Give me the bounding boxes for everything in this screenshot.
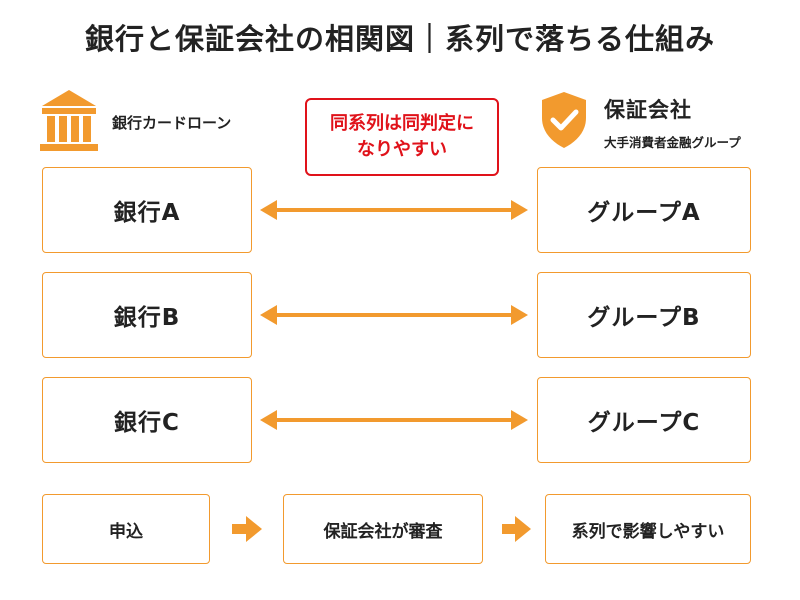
bank-header-label: 銀行カードローン — [112, 114, 232, 132]
bank-box-a: 銀行A — [42, 167, 252, 253]
double-arrow-a — [260, 200, 528, 220]
double-arrow-b — [260, 305, 528, 325]
bank-box-c: 銀行C — [42, 377, 252, 463]
flow-step-label: 申込 — [109, 521, 143, 542]
group-box-label: グループB — [587, 305, 701, 331]
bank-box-label: 銀行C — [114, 410, 180, 436]
bank-box-label: 銀行A — [113, 200, 181, 226]
flow-step-screening: 保証会社が審査 — [283, 494, 483, 564]
flow-step-influence: 系列で影響しやすい — [545, 494, 751, 564]
flow-arrow-1 — [232, 516, 262, 542]
flow-step-label: 系列で影響しやすい — [571, 521, 725, 542]
insurer-header-subtitle: 大手消費者金融グループ — [604, 135, 741, 150]
flow-step-label: 保証会社が審査 — [323, 521, 443, 542]
double-arrow-c — [260, 410, 528, 430]
page-title: 銀行と保証会社の相関図｜系列で落ちる仕組み — [84, 22, 715, 56]
group-box-label: グループA — [587, 200, 701, 226]
shield-check-icon — [542, 92, 586, 148]
bank-box-label: 銀行B — [113, 305, 181, 331]
group-box-b: グループB — [537, 272, 751, 358]
same-group-note-text: 同系列は同判定に なりやすい — [330, 113, 474, 160]
flow-step-apply: 申込 — [42, 494, 210, 564]
bank-building-icon — [40, 90, 98, 151]
insurer-header-title: 保証会社 — [604, 98, 692, 122]
flow-arrow-2 — [502, 516, 531, 542]
group-box-a: グループA — [537, 167, 751, 253]
group-box-c: グループC — [537, 377, 751, 463]
group-box-label: グループC — [587, 410, 701, 436]
bank-box-b: 銀行B — [42, 272, 252, 358]
same-group-note: 同系列は同判定に なりやすい — [305, 98, 499, 176]
